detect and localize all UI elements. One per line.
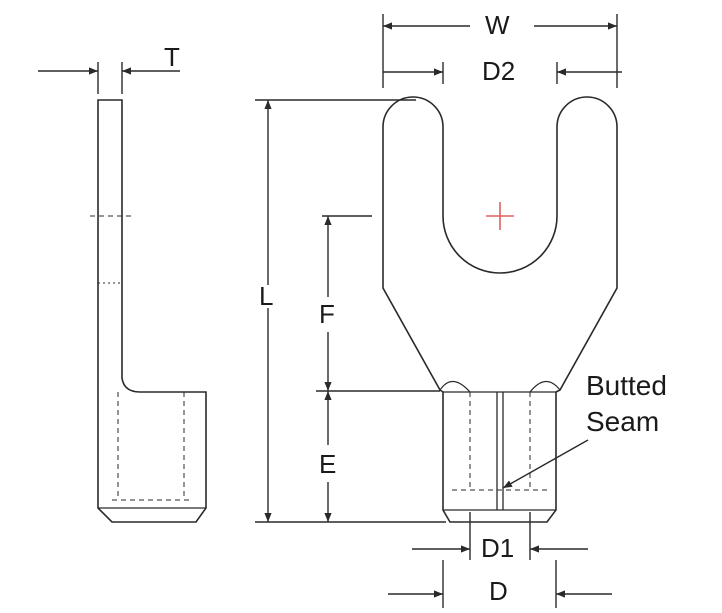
seam-leader-line: [502, 439, 589, 489]
label-seam-line1: Butted: [586, 370, 667, 401]
dimension-d1: [412, 512, 588, 560]
label-l: L: [259, 281, 273, 311]
label-t: T: [164, 42, 180, 72]
front-view: [382, 96, 618, 523]
label-f: F: [319, 299, 335, 329]
fillet-right: [529, 380, 561, 393]
dimension-t: [38, 62, 180, 94]
label-w: W: [485, 10, 510, 40]
side-view: [90, 99, 207, 523]
front-view-outline: [382, 96, 618, 523]
dimension-l: [255, 99, 446, 523]
label-d2: D2: [482, 56, 515, 86]
dimension-d: [388, 560, 612, 608]
dimension-f: [316, 215, 440, 392]
dimension-w: [382, 14, 618, 88]
fillet-left: [439, 380, 471, 393]
label-e: E: [319, 449, 336, 479]
dimension-d2: [383, 62, 622, 84]
side-view-outline: [97, 99, 207, 523]
label-d: D: [489, 576, 508, 606]
label-seam-line2: Seam: [586, 406, 659, 437]
stud-center-mark: [486, 202, 514, 230]
label-d1: D1: [481, 533, 514, 563]
